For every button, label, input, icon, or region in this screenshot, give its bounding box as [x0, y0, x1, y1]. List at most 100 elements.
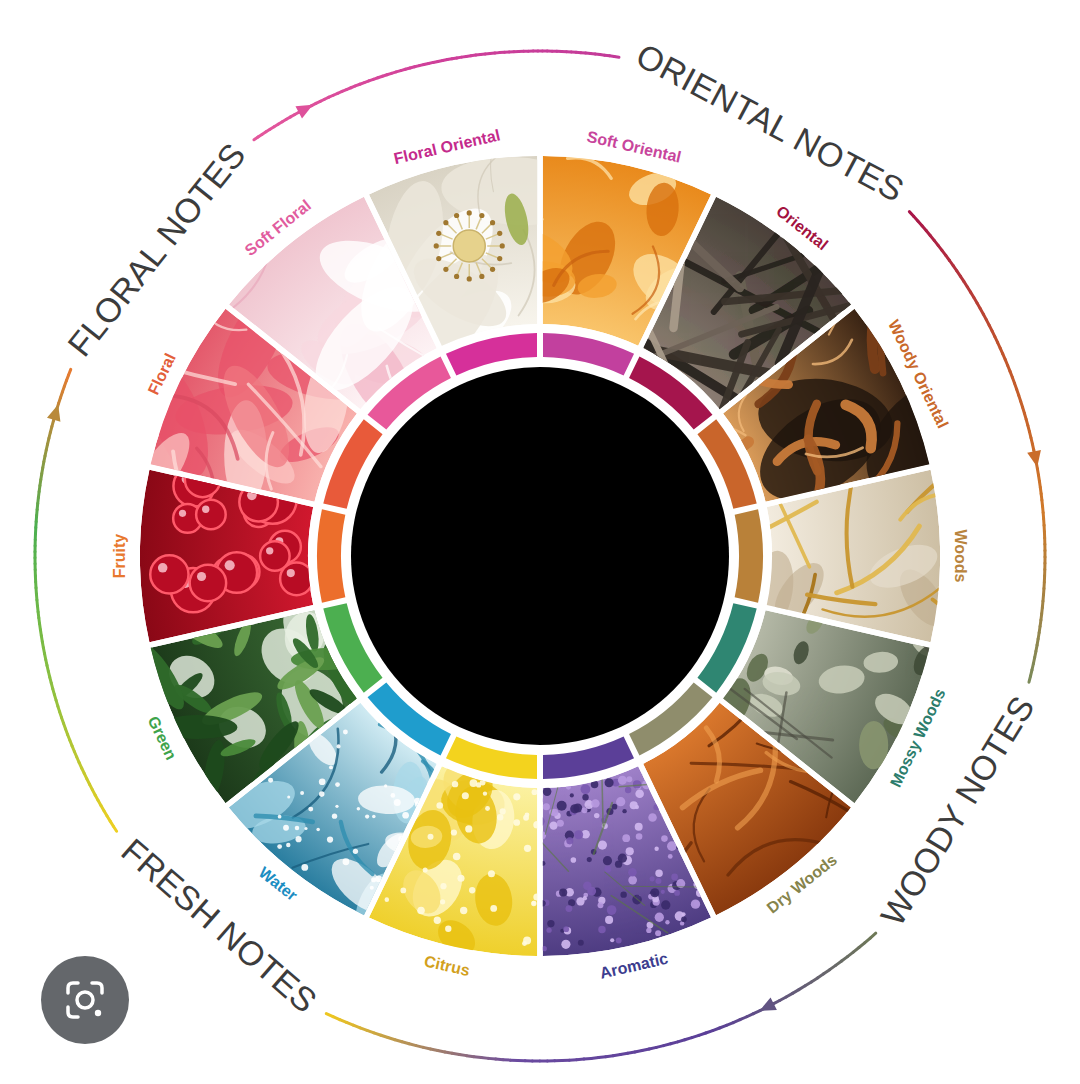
photo-texture: [817, 663, 866, 696]
photo-texture: [476, 782, 481, 787]
photo-texture: [542, 946, 547, 951]
segment-label: Woods: [951, 529, 969, 582]
photo-texture: [616, 938, 622, 944]
photo-texture: [655, 870, 662, 877]
photo-texture: [440, 899, 445, 904]
photo-texture: [376, 899, 381, 904]
photo-texture: [306, 685, 350, 719]
photo-texture: [635, 823, 643, 831]
photo-texture: [651, 779, 656, 784]
photo-texture: [582, 807, 588, 813]
photo-texture: [488, 870, 495, 877]
segment-label: Soft Oriental: [585, 127, 683, 166]
photo-texture: [335, 805, 338, 808]
photo-texture: [692, 874, 697, 879]
photo-texture: [557, 820, 564, 827]
flow-arc: [254, 51, 619, 140]
photo-texture: [391, 793, 396, 798]
photo-texture: [618, 776, 627, 785]
photo-texture: [543, 787, 552, 796]
photo-texture: [742, 653, 759, 720]
photo-texture: [539, 900, 545, 906]
flow-arc-piece: [614, 55, 619, 59]
photo-segment: [475, 156, 711, 346]
photo-texture: [648, 813, 657, 822]
photo-texture: [759, 335, 794, 404]
photo-texture: [557, 801, 567, 811]
photo-texture: [197, 448, 214, 497]
lens-corners: [68, 983, 102, 1017]
photo-texture: [498, 219, 582, 294]
photo-texture: [289, 635, 321, 671]
photo-texture: [564, 927, 571, 934]
photo-texture: [570, 804, 579, 813]
photo-texture: [423, 761, 439, 805]
photo-texture: [266, 433, 273, 489]
photo-texture: [674, 890, 680, 896]
photo-texture: [295, 836, 301, 842]
photo-texture: [576, 271, 618, 300]
anther: [490, 220, 495, 225]
photo-texture: [646, 928, 651, 933]
flow-arc-piece: [326, 1014, 333, 1017]
photo-texture: [371, 829, 411, 872]
photo-texture: [343, 858, 350, 865]
photo-texture: [813, 340, 852, 364]
photo-texture: [568, 158, 612, 179]
photo-texture: [238, 757, 280, 816]
anther: [436, 231, 441, 236]
photo-texture: [582, 794, 588, 800]
photo-texture: [398, 836, 404, 842]
anther: [479, 274, 484, 279]
photo-texture: [872, 304, 877, 369]
photo-texture: [219, 736, 258, 760]
photo-texture: [546, 927, 551, 932]
photo-texture: [549, 821, 557, 829]
group-label: WOODY NOTES: [874, 690, 1042, 933]
photo-texture: [655, 878, 661, 884]
photo-texture: [357, 784, 415, 815]
photo-texture: [933, 600, 1021, 659]
photo-texture: [574, 830, 583, 839]
photo-texture: [395, 863, 448, 920]
photo-texture: [231, 619, 254, 658]
color-ring: [317, 333, 763, 779]
photo-texture: [863, 651, 899, 674]
anther: [467, 210, 472, 215]
photo-texture: [500, 808, 506, 814]
photo-texture: [738, 746, 776, 828]
photo-texture: [531, 901, 536, 906]
photo-texture: [598, 926, 605, 933]
photo-texture: [173, 452, 192, 512]
photo-texture: [327, 836, 333, 842]
photo-texture: [301, 864, 308, 871]
photo-texture: [605, 872, 645, 906]
photo-texture: [465, 825, 472, 832]
photo-texture: [328, 919, 373, 961]
photo-texture: [633, 246, 660, 313]
photo-texture: [563, 926, 569, 932]
photo-texture: [534, 893, 541, 900]
photo-texture: [721, 502, 816, 551]
photo-texture: [404, 238, 500, 274]
photo-texture: [610, 938, 614, 942]
photo-texture: [594, 803, 612, 854]
segment-label: Green: [144, 714, 180, 763]
photo-texture: [532, 789, 538, 795]
photo-texture: [451, 829, 457, 835]
photo-texture: [436, 802, 443, 809]
photo-texture: [741, 293, 899, 335]
photo-ground: [643, 703, 851, 915]
photo-texture: [791, 782, 917, 862]
photo-texture: [566, 837, 573, 844]
photo-texture: [829, 304, 845, 335]
anther: [436, 256, 441, 261]
photo-texture: [332, 813, 337, 818]
anther: [443, 267, 448, 272]
photo-texture: [254, 716, 305, 773]
photo-segment: [514, 760, 711, 956]
photo-texture: [277, 844, 282, 849]
photo-texture: [605, 916, 613, 924]
photo-texture: [353, 849, 358, 854]
flow-arrowhead: [47, 404, 60, 421]
